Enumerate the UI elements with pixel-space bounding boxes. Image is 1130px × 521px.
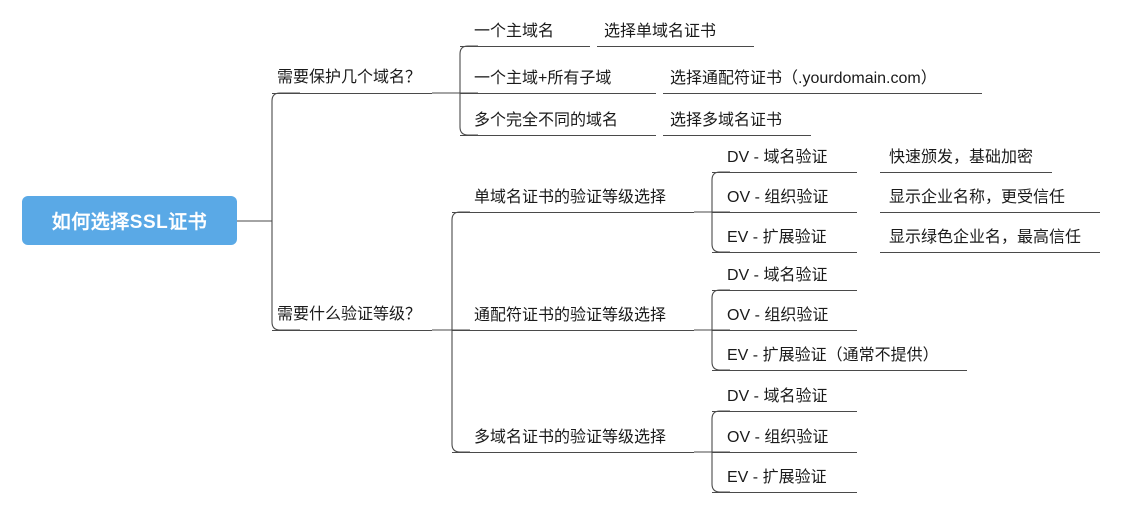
link-b2-c1-corner xyxy=(451,211,470,221)
topic-wc-dv[interactable]: DV - 域名验证 xyxy=(727,267,828,284)
rule-b1-c1-detail xyxy=(597,46,754,47)
root-node-label: 如何选择SSL证书 xyxy=(51,212,208,233)
link-b1-c1-corner xyxy=(459,45,478,55)
link-l1-top-corner xyxy=(271,92,300,102)
rule-sd-ov-label xyxy=(712,212,857,213)
rule-b1-c3-detail xyxy=(663,135,811,136)
link-g2-dv-corner xyxy=(711,289,730,299)
topic-sd-dv[interactable]: DV - 域名验证 xyxy=(727,149,828,166)
topic-multidomain-validation[interactable]: 多域名证书的验证等级选择 xyxy=(474,429,667,446)
link-b2-c3-corner xyxy=(451,443,470,453)
root-node[interactable]: 如何选择SSL证书 xyxy=(22,196,237,245)
detail-sd-ev[interactable]: 显示绿色企业名，最高信任 xyxy=(889,229,1082,246)
rule-md-dv-label xyxy=(712,411,857,412)
rule-branch-1 xyxy=(272,93,432,94)
topic-md-dv[interactable]: DV - 域名验证 xyxy=(727,388,828,405)
rule-sd-ev-label xyxy=(712,252,857,253)
rule-sd-dv-label xyxy=(712,172,857,173)
rule-md-ev-label xyxy=(712,492,857,493)
branch-label-validation-level[interactable]: 需要什么验证等级？ xyxy=(277,306,422,323)
topic-wc-ov[interactable]: OV - 组织验证 xyxy=(727,307,829,324)
rule-b1-c3-label xyxy=(460,135,656,136)
rule-g2-label xyxy=(452,330,694,331)
detail-multiple-different-domains[interactable]: 选择多域名证书 xyxy=(670,112,783,129)
rule-b1-c2-label xyxy=(460,93,656,94)
detail-sd-dv[interactable]: 快速颁发，基础加密 xyxy=(889,149,1034,166)
topic-md-ev[interactable]: EV - 扩展验证 xyxy=(727,469,827,486)
rule-sd-ev-detail xyxy=(880,252,1100,253)
rule-g1-label xyxy=(452,212,694,213)
rule-wc-dv-label xyxy=(712,290,857,291)
rule-md-ov-label xyxy=(712,452,857,453)
link-g3-dv-corner xyxy=(711,410,730,420)
detail-sd-ov[interactable]: 显示企业名称，更受信任 xyxy=(889,189,1066,206)
branch-label-domain-count[interactable]: 需要保护几个域名？ xyxy=(277,69,422,86)
topic-one-main-domain[interactable]: 一个主域名 xyxy=(474,23,555,40)
rule-wc-ev-label xyxy=(712,370,967,371)
topic-wc-ev[interactable]: EV - 扩展验证（通常不提供） xyxy=(727,347,939,364)
topic-sd-ev[interactable]: EV - 扩展验证 xyxy=(727,229,827,246)
rule-g3-label xyxy=(452,452,694,453)
rule-branch-2 xyxy=(272,330,432,331)
rule-b1-c2-detail xyxy=(663,93,982,94)
topic-md-ov[interactable]: OV - 组织验证 xyxy=(727,429,829,446)
rule-wc-ov-label xyxy=(712,330,857,331)
topic-one-main-plus-sub[interactable]: 一个主域+所有子域 xyxy=(474,70,612,87)
rule-b1-c1-label xyxy=(460,46,590,47)
link-g1-dv-corner xyxy=(711,171,730,181)
rule-sd-dv-detail xyxy=(880,172,1052,173)
topic-multiple-different-domains[interactable]: 多个完全不同的域名 xyxy=(474,112,619,129)
detail-one-main-plus-sub[interactable]: 选择通配符证书（.yourdomain.com） xyxy=(670,70,937,87)
detail-one-main-domain[interactable]: 选择单域名证书 xyxy=(604,23,717,40)
topic-single-domain-validation[interactable]: 单域名证书的验证等级选择 xyxy=(474,189,667,206)
topic-sd-ov[interactable]: OV - 组织验证 xyxy=(727,189,829,206)
topic-wildcard-validation[interactable]: 通配符证书的验证等级选择 xyxy=(474,307,667,324)
rule-sd-ov-detail xyxy=(880,212,1100,213)
